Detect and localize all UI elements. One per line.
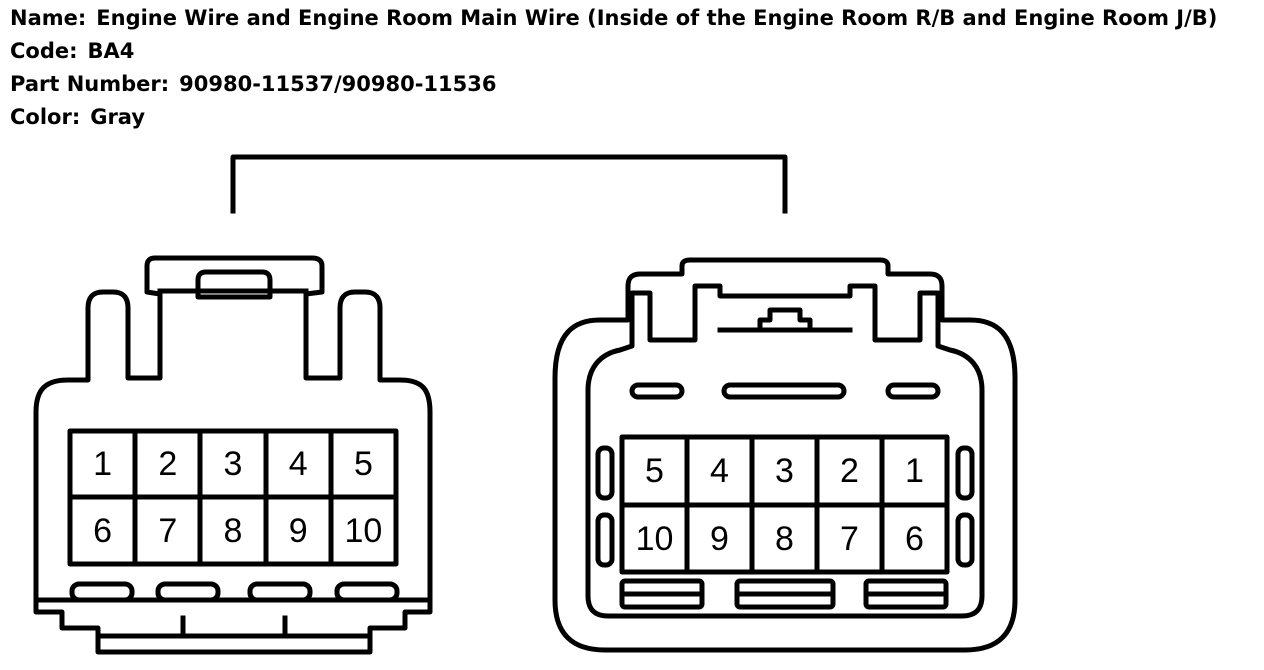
pin-9-label: 9	[710, 520, 729, 558]
name-row: Name: Engine Wire and Engine Room Main Wi…	[10, 2, 1217, 35]
left-pin-numbers: 1 2 3 4 5 6 7 8 9 10	[93, 445, 382, 550]
right-connector-inner	[585, 283, 985, 619]
pin-3-label: 3	[775, 452, 794, 490]
code-row: Code: BA4	[10, 35, 1217, 68]
pin-10-label: 10	[636, 520, 674, 558]
right-connector-body	[552, 257, 1018, 653]
pin-7-label: 7	[840, 520, 859, 558]
right-upper-slots	[629, 382, 941, 400]
left-connector-body	[33, 255, 433, 603]
left-connector: 1 2 3 4 5 6 7 8 9 10	[33, 255, 433, 655]
part-number-row: Part Number: 90980-11537/90980-11536	[10, 68, 1217, 101]
color-label: Color:	[10, 105, 81, 129]
pin-7-label: 7	[158, 512, 177, 550]
right-latch	[717, 307, 853, 333]
left-pin-grid-lines	[67, 428, 399, 567]
pin-8-label: 8	[224, 512, 243, 550]
pin-4-label: 4	[710, 452, 729, 490]
right-pin-numbers: 5 4 3 2 1 10 9 8 7 6	[636, 452, 924, 558]
left-bottom-slots	[69, 581, 400, 603]
left-latch	[157, 269, 309, 300]
color-value: Gray	[90, 105, 146, 129]
left-base-dividers	[95, 615, 373, 639]
color-row: Color: Gray	[10, 101, 1217, 134]
right-pin-grid-lines	[619, 434, 950, 575]
pin-6-label: 6	[905, 520, 924, 558]
connector-info: Name: Engine Wire and Engine Room Main Wi…	[10, 2, 1217, 134]
pin-2-label: 2	[840, 452, 859, 490]
pin-4-label: 4	[289, 445, 308, 483]
code-label: Code:	[10, 39, 78, 63]
right-bottom-slots	[619, 578, 949, 610]
bracket-line	[230, 154, 788, 214]
pin-9-label: 9	[289, 512, 308, 550]
right-side-slots	[595, 445, 975, 568]
pin-6-label: 6	[93, 512, 112, 550]
pin-1-label: 1	[905, 452, 924, 490]
name-value: Engine Wire and Engine Room Main Wire (I…	[96, 6, 1218, 30]
name-label: Name:	[10, 6, 87, 30]
pin-5-label: 5	[645, 452, 664, 490]
code-value: BA4	[87, 39, 135, 63]
pin-5-label: 5	[354, 445, 373, 483]
pin-1-label: 1	[93, 445, 112, 483]
part-number-label: Part Number:	[10, 72, 170, 96]
pin-2-label: 2	[158, 445, 177, 483]
part-number-value: 90980-11537/90980-11536	[179, 72, 497, 96]
pin-10-label: 10	[344, 512, 382, 550]
pin-8-label: 8	[775, 520, 794, 558]
pin-3-label: 3	[224, 445, 243, 483]
left-connector-base	[33, 597, 433, 655]
right-connector: 5 4 3 2 1 10 9 8 7 6	[552, 257, 1018, 653]
